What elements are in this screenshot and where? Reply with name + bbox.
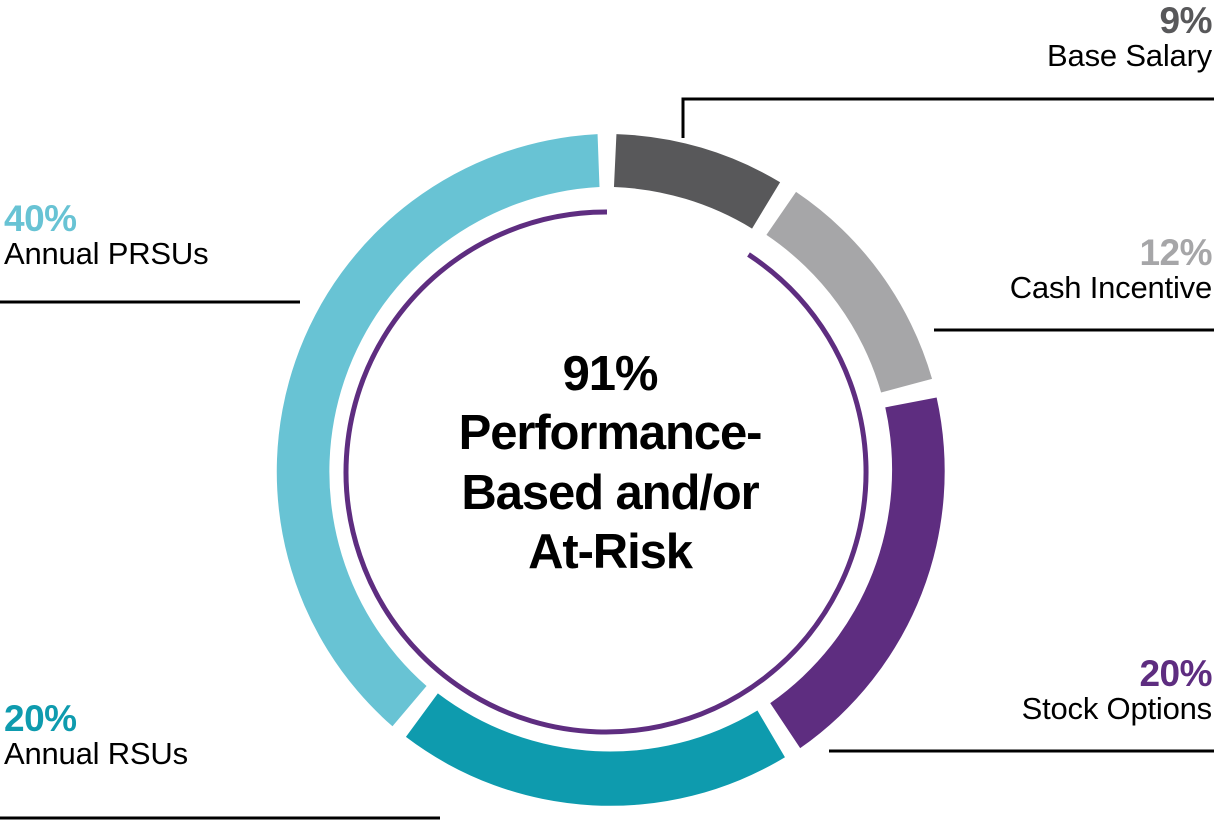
callout-annual-rsus-name: Annual RSUs (4, 736, 188, 772)
callout-annual-rsus-percent: 20% (4, 698, 77, 739)
leader-lines (0, 97, 1214, 820)
callout-annual-prsus-name: Annual PRSUs (4, 236, 209, 272)
donut-segment-annual-prsus[interactable] (276, 134, 600, 727)
donut-segment-base-salary[interactable] (613, 134, 781, 229)
donut-segments (276, 134, 945, 806)
center-line-4: At-Risk (528, 524, 693, 579)
donut-segment-stock-options[interactable] (770, 397, 945, 749)
center-line-3: Based and/or (461, 465, 759, 520)
donut-center-label: 91% Performance- Based and/or At-Risk (390, 345, 830, 582)
callout-annual-prsus: 40% Annual PRSUs (4, 198, 209, 272)
leader-line-base-salary (681, 97, 1214, 138)
callout-stock-options: 20% Stock Options (1021, 653, 1213, 727)
callout-cash-incentive-percent: 12% (1139, 232, 1212, 273)
callout-base-salary: 9% Base Salary (1047, 0, 1213, 74)
callout-cash-incentive: 12% Cash Incentive (1009, 232, 1213, 306)
callout-annual-prsus-percent: 40% (4, 198, 77, 239)
center-line-2: Performance- (458, 406, 763, 461)
callout-cash-incentive-name: Cash Incentive (1009, 270, 1212, 306)
donut-segment-cash-incentive[interactable] (766, 191, 933, 393)
callout-annual-rsus: 20% Annual RSUs (4, 698, 188, 772)
callout-stock-options-percent: 20% (1139, 653, 1212, 694)
callout-base-salary-name: Base Salary (1047, 38, 1212, 74)
donut-segment-annual-rsus[interactable] (405, 693, 785, 806)
center-line-1: 91% (562, 347, 659, 401)
performance-inner-arc (343, 209, 869, 735)
callout-stock-options-name: Stock Options (1021, 691, 1213, 727)
callout-base-salary-percent: 9% (1159, 0, 1213, 41)
